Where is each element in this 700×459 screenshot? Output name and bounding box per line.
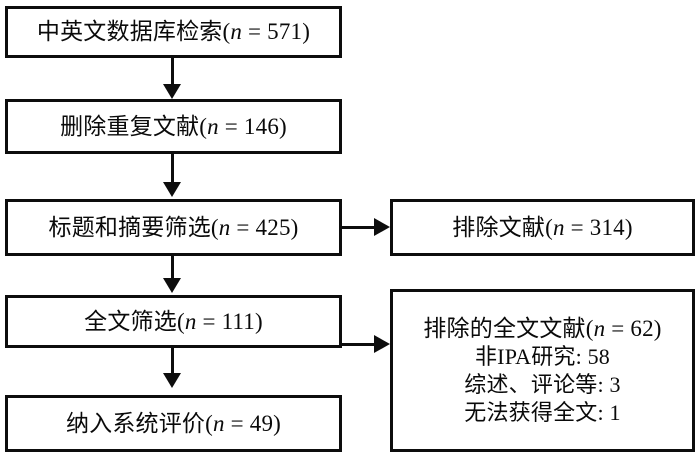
connector-screening-to-fulltext-line — [171, 256, 174, 281]
box-title-abstract-screening: 标题和摘要筛选(n = 425) — [5, 199, 342, 256]
box-included-studies: 纳入系统评价(n = 49) — [5, 395, 342, 452]
box-duplicates-removed-text: 删除重复文献(n = 146) — [60, 113, 287, 139]
connector-dedup-to-screening-line — [171, 154, 174, 184]
connector-screening-to-excluded-arrowhead — [374, 218, 390, 236]
box-excluded-records: 排除文献(n = 314) — [390, 199, 695, 256]
box-excluded-fulltext-reason-3: 无法获得全文: 1 — [464, 400, 621, 426]
connector-fulltext-to-excluded-line — [342, 343, 378, 346]
connector-screening-to-excluded-line — [342, 226, 378, 229]
box-excluded-fulltext: 排除的全文文献(n = 62) 非IPA研究: 58 综述、评论等: 3 无法获… — [390, 289, 695, 452]
box-database-search: 中英文数据库检索(n = 571) — [5, 6, 342, 58]
box-database-search-text: 中英文数据库检索(n = 571) — [36, 19, 311, 45]
box-fulltext-screening-text: 全文筛选(n = 111) — [84, 308, 263, 334]
connector-fulltext-to-included-arrowhead — [163, 373, 181, 388]
box-excluded-fulltext-heading: 排除的全文文献(n = 62) — [423, 315, 662, 341]
box-title-abstract-screening-text: 标题和摘要筛选(n = 425) — [48, 214, 299, 240]
connector-fulltext-to-included-line — [171, 348, 174, 376]
box-included-studies-text: 纳入系统评价(n = 49) — [65, 410, 282, 436]
box-excluded-records-text: 排除文献(n = 314) — [452, 214, 633, 240]
connector-dedup-to-screening-arrowhead — [163, 182, 181, 197]
box-fulltext-screening: 全文筛选(n = 111) — [5, 295, 342, 348]
connector-fulltext-to-excluded-arrowhead — [374, 335, 390, 353]
connector-screening-to-fulltext-arrowhead — [163, 278, 181, 293]
connector-search-to-dedup-arrowhead — [163, 84, 181, 99]
box-excluded-fulltext-reason-1: 非IPA研究: 58 — [474, 343, 611, 369]
box-duplicates-removed: 删除重复文献(n = 146) — [5, 99, 342, 154]
box-excluded-fulltext-reason-2: 综述、评论等: 3 — [464, 372, 621, 398]
connector-search-to-dedup-line — [171, 58, 174, 87]
